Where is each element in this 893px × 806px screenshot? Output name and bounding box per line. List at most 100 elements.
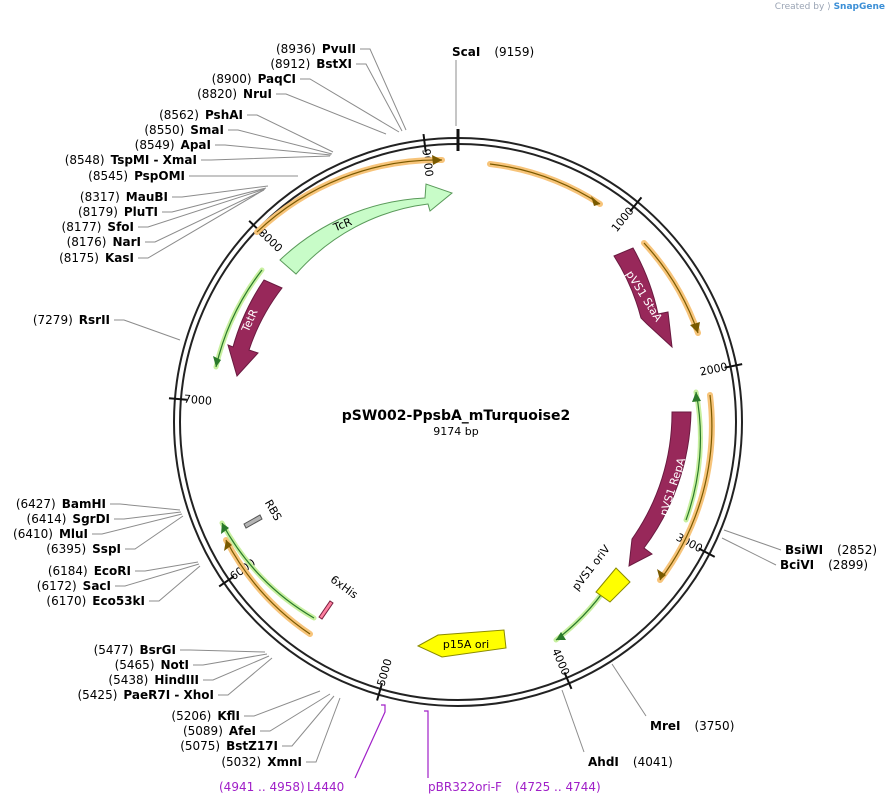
feature-p15a-ori (416, 629, 507, 658)
tick-label: 7000 (183, 393, 212, 408)
site-position: (7279) (33, 313, 73, 327)
site-leader-line (145, 189, 265, 243)
site-leader-line (282, 695, 335, 747)
site-name: XmnI (267, 755, 302, 769)
site-name: ScaI (452, 45, 480, 59)
site-position: (6427) (16, 497, 56, 511)
site-leader-line (561, 689, 585, 753)
site-position: (8562) (159, 108, 199, 122)
primer-pbr322-range: (4725 .. 4744) (515, 780, 601, 794)
site-leader-line (247, 114, 334, 153)
site-name: SfoI (107, 220, 134, 234)
site-position: (8175) (59, 251, 99, 265)
site-position: (3750) (694, 719, 734, 733)
site-position: (6395) (46, 542, 86, 556)
site-name: NotI (161, 658, 190, 672)
primer-pbr322-mark (424, 710, 429, 778)
tick-mark (168, 397, 187, 401)
site-position: (6184) (48, 564, 88, 578)
site-name: RsrII (79, 313, 110, 327)
site-leader-line (356, 63, 403, 132)
site-leader-line (228, 129, 333, 155)
site-name: NarI (112, 235, 141, 249)
tick-mark (724, 363, 743, 369)
site-leader-line (110, 503, 181, 511)
site-position: (6172) (37, 579, 77, 593)
site-name: KasI (105, 251, 134, 265)
plasmid-name: pSW002-PpsbA_mTurquoise2 (342, 408, 571, 424)
tick-label: 5000 (375, 657, 395, 688)
site-name: PspOMI (134, 169, 185, 183)
site-position: (5477) (94, 643, 134, 657)
feature-rbs (243, 514, 263, 529)
site-name: BamHI (62, 497, 106, 511)
site-position: (8177) (62, 220, 102, 234)
site-leader-line (260, 693, 331, 732)
site-name: Eco53kI (92, 594, 145, 608)
site-name: MauBI (126, 190, 168, 204)
site-position: (5075) (180, 739, 220, 753)
site-leader-line (115, 563, 200, 587)
feature-label-rbs: RBS (262, 497, 284, 523)
site-leader-line (300, 78, 400, 133)
orf-arcs (213, 155, 715, 643)
site-position: (8317) (80, 190, 120, 204)
site-leader-line (203, 655, 270, 681)
restriction-sites: PvuII(8936)BstXI(8912)PaqCI(8900)NruI(88… (13, 42, 877, 769)
site-position: (5032) (221, 755, 261, 769)
site-leader-line (180, 649, 266, 653)
site-leader-line (114, 511, 182, 520)
tick-mark (422, 133, 427, 153)
tick-mark (629, 196, 643, 212)
orf-arc-1 (487, 161, 603, 207)
site-position: (8179) (78, 205, 118, 219)
site-name: MreI (650, 719, 680, 733)
site-leader-line (162, 187, 267, 213)
site-name: SspI (92, 542, 121, 556)
site-name: BsrGI (139, 643, 176, 657)
site-name: SgrDI (72, 512, 110, 526)
site-position: (8820) (197, 87, 237, 101)
feature-label-6xhis: 6xHis (328, 573, 361, 602)
site-leader-line (135, 561, 199, 572)
site-name: PaeR7I - XhoI (123, 688, 214, 702)
feature-pvs1-oriv (595, 567, 631, 603)
site-leader-line (721, 537, 777, 566)
site-name: SmaI (190, 123, 224, 137)
site-leader-line (125, 515, 184, 550)
site-leader-line (723, 529, 782, 551)
site-leader-line (218, 657, 273, 696)
site-leader-line (92, 513, 183, 535)
site-name: AfeI (229, 724, 256, 738)
site-position: (6170) (46, 594, 86, 608)
site-name: KflI (217, 709, 240, 723)
site-leader-line (114, 319, 181, 341)
site-leader-line (138, 190, 263, 259)
site-position: (8550) (144, 123, 184, 137)
feature-pvs1-repa (628, 411, 692, 567)
site-position: (6414) (27, 512, 67, 526)
feature-6xhis (318, 600, 334, 620)
site-leader-line (276, 93, 387, 135)
tick-label: 2000 (699, 360, 729, 378)
primers: (4941 .. 4958) L4440 pBR322ori-F (4725 .… (219, 704, 601, 794)
site-name: BciVI (780, 558, 814, 572)
primer-l4440-range: (4941 .. 4958) (219, 780, 305, 794)
site-name: PaqCI (258, 72, 296, 86)
site-name: ApaI (181, 138, 211, 152)
site-position: (5438) (108, 673, 148, 687)
site-position: (2852) (837, 543, 877, 557)
site-position: (8900) (212, 72, 252, 86)
primer-l4440-name: L4440 (307, 780, 344, 794)
tick-label: 4000 (549, 647, 572, 678)
feature-label-p15a: p15A ori (443, 638, 489, 651)
site-position: (5425) (77, 688, 117, 702)
site-name: MluI (59, 527, 88, 541)
site-leader-line (611, 663, 647, 717)
primer-pbr322-name: pBR322ori-F (428, 780, 502, 794)
snapgene-logo-icon: ⟩ (827, 2, 831, 12)
site-leader-line (360, 48, 407, 131)
primer-l4440-mark (354, 704, 386, 779)
site-name: HindIII (154, 673, 199, 687)
site-name: BstXI (316, 57, 352, 71)
